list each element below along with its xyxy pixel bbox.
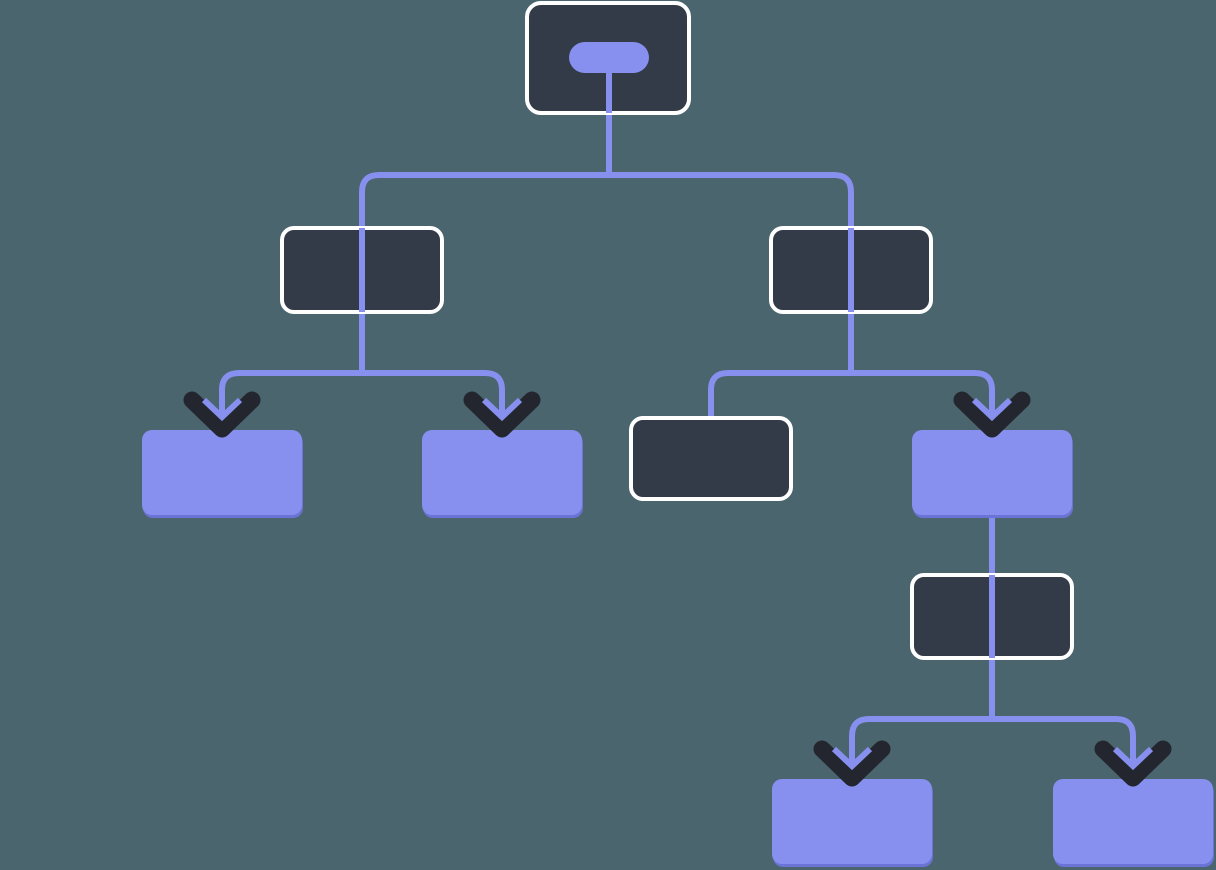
arrow-chevron-accent [971,397,1013,422]
arrow-chevron-accent [1112,746,1154,771]
connector-branch-left-to-leaf-1-arrowhead-icon [183,391,261,438]
connector-branch-left-to-leaf-2-arrowhead-icon [463,391,541,438]
dark-leaf-node[interactable] [629,416,793,501]
connector-branch-left-to-leaf-2[interactable] [359,312,505,432]
leaf-node-2[interactable] [422,430,583,518]
dark-leaf-node-body[interactable] [629,416,793,501]
connector-branch-right-to-leaf-3-arrowhead-icon [953,391,1031,438]
connector-sub-branch-to-leaf-5[interactable] [989,658,1136,781]
arrow-chevron-accent [201,397,243,422]
arrow-chevron-dark [183,391,261,438]
leaf-node-4-body[interactable] [772,779,932,864]
arrow-chevron-dark [953,391,1031,438]
connector-branch-right-to-leaf-3[interactable] [848,312,995,432]
leaf-node-3-body[interactable] [912,430,1072,515]
leaf-node-1-body[interactable] [142,430,302,515]
leaf-node-4[interactable] [772,779,933,867]
connector-sub-branch-to-leaf-4-arrowhead-icon [813,740,891,787]
connector-root-to-branch-left[interactable] [359,113,612,228]
leaf-node-1[interactable] [142,430,303,518]
leaf-node-5[interactable] [1053,779,1214,867]
connector-root-to-branch-right[interactable] [606,113,854,228]
connector-layer [219,113,1136,781]
internal-line-layer [359,57,995,658]
connector-sub-branch-to-leaf-4[interactable] [849,658,995,781]
leaf-node-5-body[interactable] [1053,779,1213,864]
arrow-chevron-dark [463,391,541,438]
leaf-node-3[interactable] [912,430,1073,518]
arrow-chevron-accent [481,397,523,422]
arrow-chevron-dark [1094,740,1172,787]
connector-branch-right-to-dark-leaf[interactable] [708,312,854,418]
arrow-layer [183,391,1172,787]
connector-sub-branch-to-leaf-5-arrowhead-icon [1094,740,1172,787]
arrow-chevron-dark [813,740,891,787]
leaf-node-2-body[interactable] [422,430,582,515]
connector-branch-left-to-leaf-1[interactable] [219,312,365,432]
arrow-chevron-accent [831,746,873,771]
node-layer [142,1,1214,867]
